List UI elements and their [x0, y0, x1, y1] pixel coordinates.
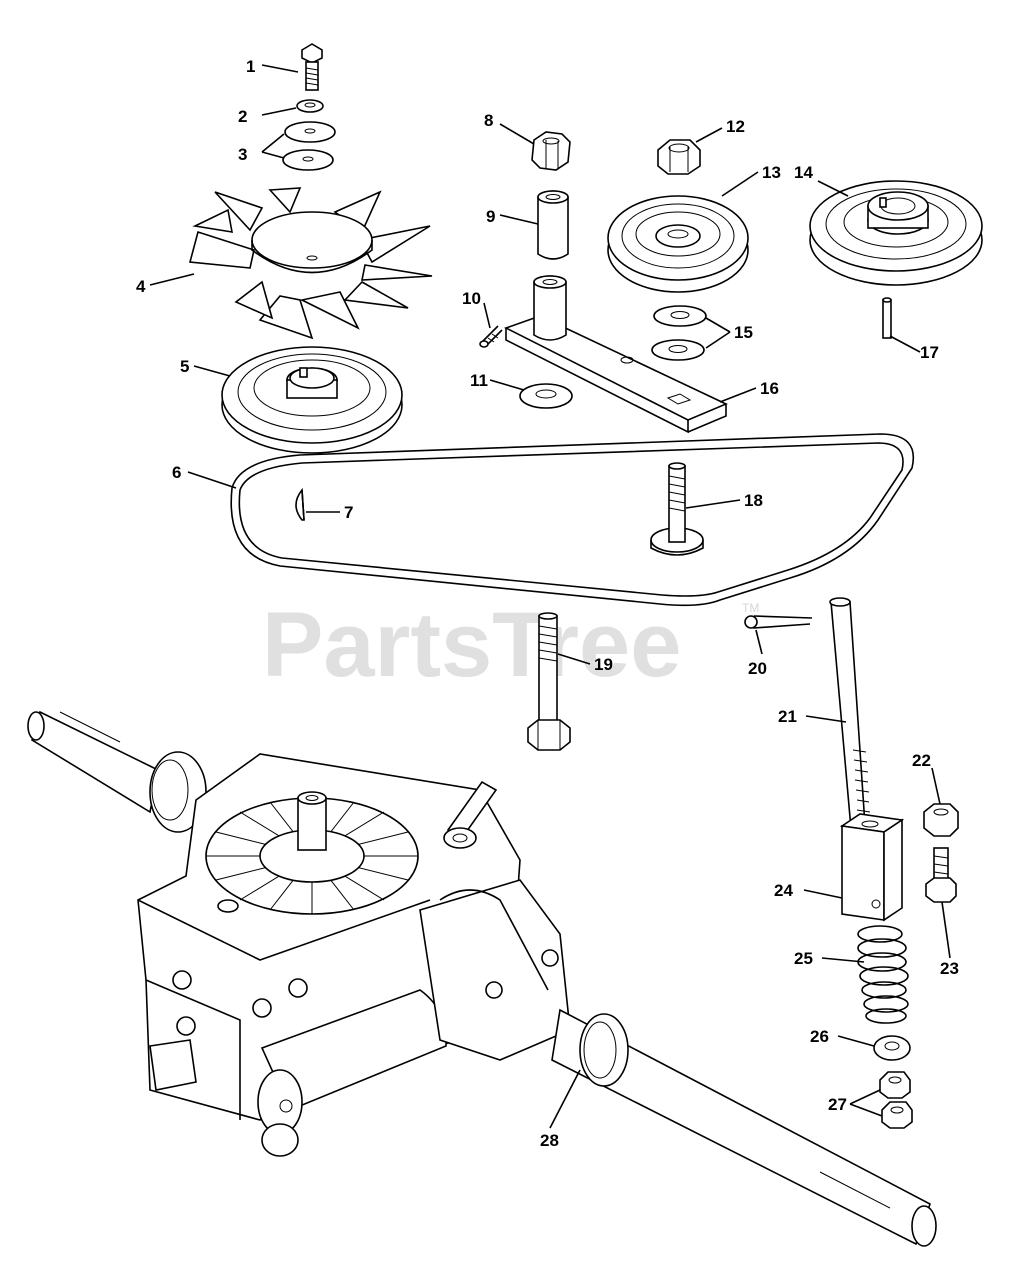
- callout-4: 4: [136, 277, 146, 296]
- block-24-drawing: [839, 813, 905, 922]
- bolt-1-drawing: [301, 43, 323, 91]
- transmission-pulley-5-drawing: [221, 346, 403, 454]
- washer-26-drawing: [873, 1035, 911, 1061]
- callout-22: 22: [912, 751, 931, 770]
- watermark-text: PartsTree: [262, 594, 681, 696]
- callout-labels: 1 2 3 4 5 6 7 8 9 10 11 12 13 14 15 16 1…: [136, 57, 959, 1150]
- callout-7: 7: [344, 503, 353, 522]
- hex-nut-22-drawing: [923, 803, 959, 837]
- lock-nut-8-drawing: [531, 131, 571, 171]
- callout-5: 5: [180, 357, 189, 376]
- callout-6: 6: [172, 463, 181, 482]
- callout-8: 8: [484, 111, 493, 130]
- spring-25-drawing: [857, 925, 909, 1024]
- callout-20: 20: [748, 659, 767, 678]
- callout-12: 12: [726, 117, 745, 136]
- callout-10: 10: [462, 289, 481, 308]
- callout-24: 24: [774, 881, 793, 900]
- callout-2: 2: [238, 107, 247, 126]
- watermark-trademark: TM: [742, 601, 759, 615]
- washer-11-drawing: [519, 383, 573, 409]
- callout-26: 26: [810, 1027, 829, 1046]
- square-key-17-drawing: [882, 297, 892, 339]
- spacer-9-drawing: [537, 190, 569, 260]
- lock-nuts-27-drawing: [879, 1071, 913, 1129]
- leader-lines: [149, 64, 951, 1129]
- transaxle-fins: [205, 791, 419, 915]
- callout-27: 27: [828, 1095, 847, 1114]
- washers-15-drawing: [651, 305, 707, 361]
- callout-9: 9: [486, 207, 495, 226]
- idler-bracket-16-drawing: [503, 275, 728, 434]
- callout-19: 19: [594, 655, 613, 674]
- carriage-bolt-18-drawing: [650, 462, 704, 556]
- callout-17: 17: [920, 343, 939, 362]
- callout-11: 11: [470, 371, 488, 390]
- callout-13: 13: [762, 163, 781, 182]
- callout-28: 28: [540, 1131, 559, 1150]
- callout-15: 15: [734, 323, 753, 342]
- woodruff-key-7-drawing: [295, 487, 305, 521]
- cotter-pin-20-drawing: [744, 615, 813, 629]
- bolt-23-drawing: [925, 847, 957, 903]
- drive-pulley-14-drawing: [809, 180, 983, 286]
- lock-nut-12-drawing: [657, 139, 701, 175]
- washers-3-drawing: [282, 121, 336, 171]
- callout-1: 1: [246, 57, 255, 76]
- lock-washer-2-drawing: [296, 99, 324, 113]
- transaxle-28-drawing: [27, 710, 937, 1247]
- set-screw-10-drawing: [479, 325, 503, 348]
- hex-bolt-19-drawing: [527, 612, 571, 751]
- callout-18: 18: [744, 491, 763, 510]
- idler-pulley-13-drawing: [607, 195, 749, 293]
- v-belt-6-drawing: [230, 433, 914, 607]
- callout-21: 21: [778, 707, 797, 726]
- cooling-fan-4-drawing: [188, 187, 433, 340]
- callout-23: 23: [940, 959, 959, 978]
- threaded-rod-21-drawing: [829, 597, 871, 841]
- callout-14: 14: [794, 163, 813, 182]
- callout-25: 25: [794, 949, 813, 968]
- watermark: PartsTree TM: [262, 594, 759, 696]
- callout-16: 16: [760, 379, 779, 398]
- callout-3: 3: [238, 145, 247, 164]
